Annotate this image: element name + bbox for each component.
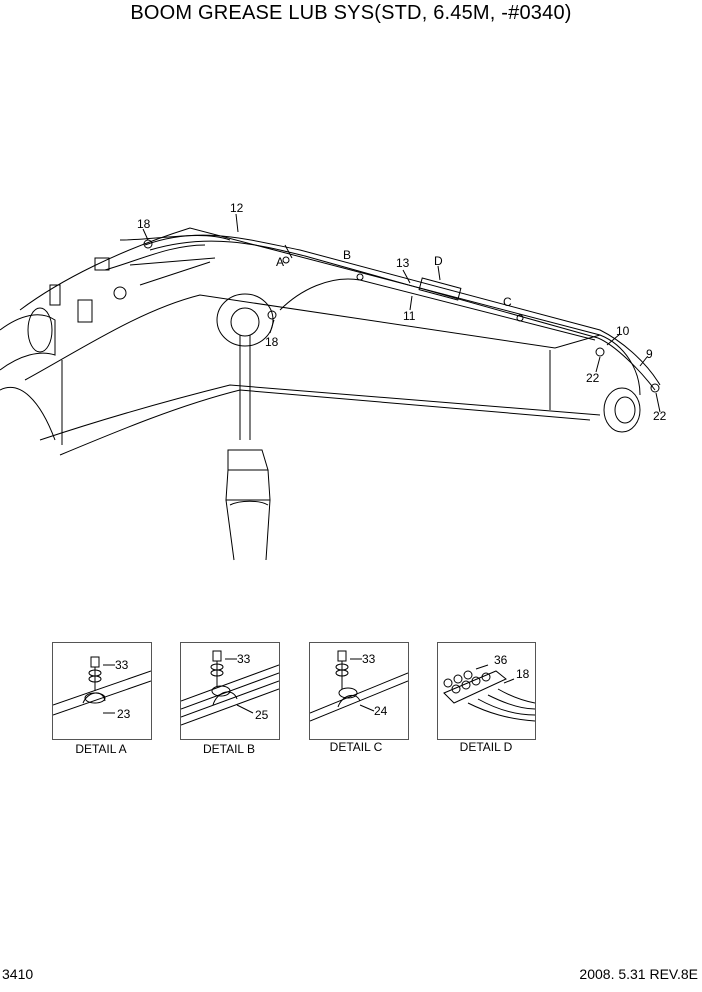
- callout-detail-c: C: [503, 295, 512, 309]
- detail-d-caption: DETAIL D: [459, 740, 513, 754]
- callout-11: 11: [403, 309, 416, 323]
- callout-detail-a: A: [276, 255, 284, 269]
- grease-hose-main: [144, 234, 661, 386]
- callout-9: 9: [646, 347, 653, 361]
- page-title: BOOM GREASE LUB SYS(STD, 6.45M, -#0340): [130, 2, 572, 24]
- callout-22-right: 22: [653, 409, 667, 423]
- boom-lower-side: [39, 384, 601, 441]
- boom-upper-side: [24, 294, 601, 381]
- detail-c-part-bottom: 24: [374, 704, 388, 718]
- callout-10: 10: [616, 324, 630, 338]
- callout-13: 13: [396, 256, 410, 270]
- detail-b-box: 33 25: [180, 642, 280, 740]
- detail-a-part-bottom: 23: [117, 707, 131, 721]
- detail-d-part-bottom: 18: [516, 667, 530, 681]
- grease-hose-2: [149, 240, 656, 391]
- detail-b-drawing: 33 25: [180, 650, 280, 726]
- detail-d-box: 36 18: [437, 642, 536, 740]
- detail-d-drawing: 36 18: [443, 653, 536, 722]
- detail-a-part-top: 33: [115, 658, 129, 672]
- detail-c-part-top: 33: [362, 652, 376, 666]
- callout-detail-b: B: [343, 248, 351, 262]
- detail-d-part-top: 36: [494, 653, 508, 667]
- detail-c-box: 33 24: [309, 642, 409, 740]
- detail-c-drawing: 33 24: [309, 650, 409, 722]
- detail-b-caption: DETAIL B: [202, 742, 255, 756]
- detail-b-part-top: 33: [237, 652, 251, 666]
- detail-c-caption: DETAIL C: [329, 740, 383, 754]
- callout-12: 12: [230, 201, 244, 215]
- detail-a-box: 33 23: [52, 642, 152, 740]
- revision-date: 2008. 5.31 REV.8E: [579, 966, 698, 982]
- detail-a-caption: DETAIL A: [75, 742, 127, 756]
- page-number: 3410: [2, 966, 34, 982]
- callout-22-left: 22: [586, 371, 600, 385]
- detail-b-part-bottom: 25: [255, 708, 269, 722]
- boom-top-edge: [19, 227, 641, 396]
- callout-18-mid: 18: [265, 335, 279, 349]
- callout-detail-d: D: [434, 254, 443, 268]
- callout-18-top: 18: [137, 217, 151, 231]
- boom-bottom-edge: [59, 389, 591, 456]
- detail-a-drawing: 33 23: [52, 656, 152, 721]
